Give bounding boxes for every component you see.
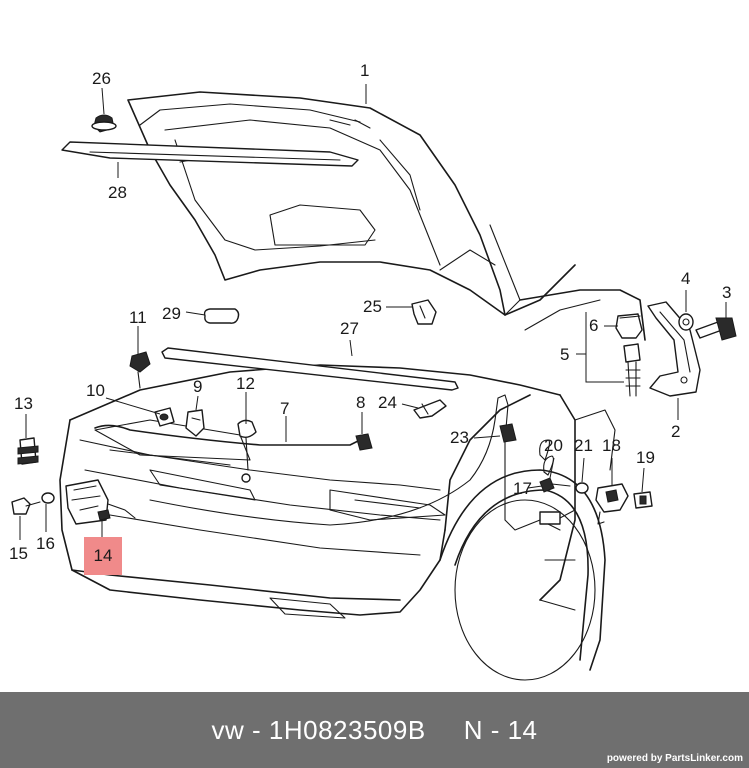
part-8-cable-clip	[355, 433, 373, 451]
part-number: 1H0823509B	[268, 714, 426, 745]
leader-lines	[19, 84, 727, 540]
callout-labels: 1 2 3 4 5 6 7 8 9 10 11 12 13 15 16 17 1…	[9, 61, 731, 563]
callout-17[interactable]: 17	[513, 479, 532, 498]
part-2-hood-hinge	[647, 301, 701, 397]
part-23-clip	[499, 423, 517, 443]
part-19-clip	[633, 491, 653, 509]
part-24-bracket	[413, 399, 447, 419]
callout-29[interactable]: 29	[162, 304, 181, 323]
callout-9[interactable]: 9	[193, 377, 202, 396]
callout-16[interactable]: 16	[36, 534, 55, 553]
part-9-holder	[185, 409, 205, 437]
part-26-clip	[91, 114, 117, 133]
callout-10[interactable]: 10	[86, 381, 105, 400]
hood-illustration	[127, 91, 521, 316]
callout-11[interactable]: 11	[129, 308, 147, 327]
part-25-latch-striker	[411, 299, 437, 325]
part-title: vw - 1H0823509B N - 14	[0, 692, 749, 768]
callout-23[interactable]: 23	[450, 428, 469, 447]
callout-8[interactable]: 8	[356, 393, 365, 412]
part-13-buffer	[17, 437, 39, 465]
exploded-parts-diagram: 1 2 3 4 5 6 7 8 9 10 11 12 13 15 16 17 1…	[9, 61, 737, 681]
brand-label: vw	[211, 714, 245, 745]
part-15-16-bolt-washer	[11, 492, 55, 515]
callout-13[interactable]: 13	[14, 394, 33, 413]
part-4-washer	[678, 313, 694, 331]
part-6-nut	[615, 313, 643, 339]
part-11-clip	[129, 351, 151, 389]
callout-12[interactable]: 12	[236, 374, 255, 393]
callout-5[interactable]: 5	[560, 345, 569, 364]
callout-2[interactable]: 2	[671, 422, 680, 441]
callout-3[interactable]: 3	[722, 283, 731, 302]
part-3-bolt	[695, 317, 737, 341]
part-29-rod-end	[203, 308, 240, 324]
callout-1[interactable]: 1	[360, 61, 369, 80]
part-20-21-screw-washer	[539, 477, 589, 494]
callout-18[interactable]: 18	[602, 436, 621, 455]
callout-24[interactable]: 24	[378, 393, 397, 412]
callout-20[interactable]: 20	[544, 436, 563, 455]
callout-21[interactable]: 21	[574, 436, 593, 455]
callout-19[interactable]: 19	[636, 448, 655, 467]
position-label: N - 14	[463, 714, 538, 745]
callout-27[interactable]: 27	[340, 319, 359, 338]
callout-7[interactable]: 7	[280, 399, 289, 418]
part-5-bolt-assembly	[623, 343, 641, 397]
callout-28[interactable]: 28	[108, 183, 127, 202]
callout-15[interactable]: 15	[9, 544, 28, 563]
part-14-lock	[65, 479, 136, 525]
callout-14[interactable]: 14	[93, 546, 113, 565]
callout-6[interactable]: 6	[589, 316, 598, 335]
callout-26[interactable]: 26	[92, 69, 111, 88]
part-10-buffer	[154, 407, 175, 427]
highlighted-callout-box	[84, 537, 122, 575]
part-12-grommet	[237, 419, 257, 483]
part-info-footer: vw - 1H0823509B N - 14 powered by PartsL…	[0, 692, 749, 768]
hood-prop-rod	[161, 347, 459, 391]
powered-by-credit[interactable]: powered by PartsLinker.com	[606, 753, 743, 764]
part-18-cable-bracket	[595, 483, 629, 525]
callout-25[interactable]: 25	[363, 297, 382, 316]
callout-4[interactable]: 4	[681, 269, 690, 288]
brand-separator: -	[251, 714, 262, 745]
hood-seal-strip	[61, 141, 359, 167]
